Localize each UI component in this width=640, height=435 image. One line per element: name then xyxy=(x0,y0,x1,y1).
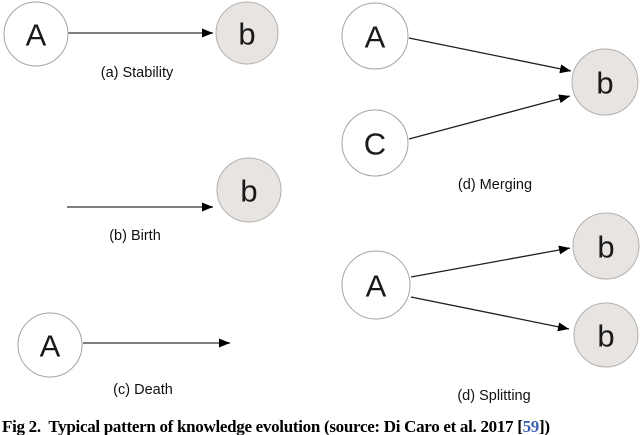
panel-birth-caption: (b) Birth xyxy=(109,228,161,244)
panel-stability-caption: (a) Stability xyxy=(101,65,174,81)
node-splitting-b1-label: b xyxy=(597,230,614,265)
arrow-splitting-top xyxy=(410,245,571,278)
node-stability-b xyxy=(215,1,279,65)
node-merging-c-label: C xyxy=(364,127,386,162)
figure-caption-close: ]) xyxy=(538,417,550,435)
node-merging-b xyxy=(571,48,639,116)
node-birth-b xyxy=(216,157,282,223)
arrow-splitting-bottom xyxy=(410,296,570,332)
node-splitting-a-label: A xyxy=(366,269,387,304)
node-merging-b-label: b xyxy=(596,66,613,101)
panel-splitting: A b b (d) Splitting xyxy=(341,212,640,404)
node-stability-a xyxy=(3,1,69,67)
node-death-a xyxy=(17,312,83,378)
node-death-a-label: A xyxy=(40,329,61,364)
node-splitting-b2-label: b xyxy=(597,319,614,354)
panel-birth: b (b) Birth xyxy=(67,157,282,244)
node-stability-a-label: A xyxy=(26,18,47,53)
panel-merging: A C b (d) Merging xyxy=(341,2,639,193)
node-stability-b-label: b xyxy=(238,17,255,52)
figure-caption-text: Fig 2. Typical pattern of knowledge evol… xyxy=(2,417,523,435)
arrow-merging-from-a xyxy=(408,37,572,74)
panel-stability: A b (a) Stability xyxy=(3,1,279,81)
node-birth-b-label: b xyxy=(240,174,257,209)
panel-death: A (c) Death xyxy=(17,312,230,398)
arrow-merging-from-c xyxy=(408,94,571,140)
node-splitting-a xyxy=(341,250,411,320)
node-merging-c xyxy=(341,109,409,177)
panel-death-caption: (c) Death xyxy=(113,382,173,398)
node-merging-a-label: A xyxy=(365,20,386,55)
node-splitting-b2 xyxy=(573,302,639,368)
node-splitting-b1 xyxy=(572,212,640,280)
citation-link-59[interactable]: 59 xyxy=(522,417,540,435)
panel-merging-caption: (d) Merging xyxy=(458,177,532,193)
node-merging-a xyxy=(341,2,409,70)
panel-splitting-caption: (d) Splitting xyxy=(457,388,530,404)
figure-caption: Fig 2. Typical pattern of knowledge evol… xyxy=(2,417,640,435)
